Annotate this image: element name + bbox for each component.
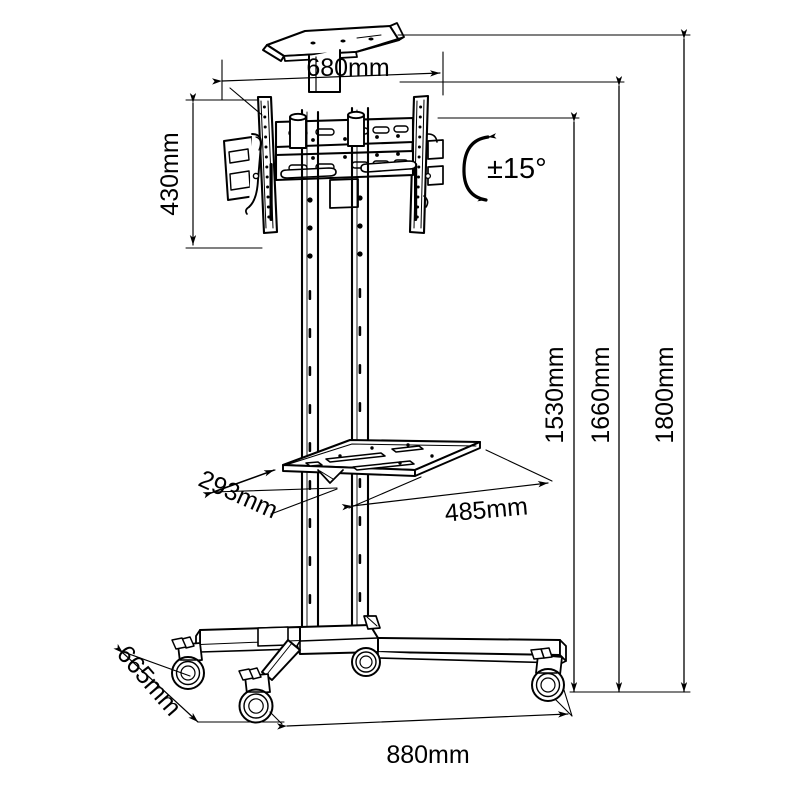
dimension-293mm bbox=[202, 469, 338, 515]
label-1660mm: 1660mm bbox=[587, 346, 615, 443]
vertical-columns bbox=[289, 106, 370, 630]
tv-mount-bracket bbox=[223, 94, 444, 235]
label-293mm: 293mm bbox=[194, 465, 282, 524]
dimension-665mm bbox=[113, 643, 285, 723]
caster bbox=[530, 647, 565, 702]
tilt-indicator bbox=[462, 133, 497, 202]
av-equipment-shelf bbox=[281, 438, 482, 484]
label-tilt-15deg: ±15° bbox=[487, 153, 547, 185]
label-680mm: 680mm bbox=[306, 54, 389, 82]
wheeled-base bbox=[171, 615, 567, 724]
label-880mm: 880mm bbox=[386, 741, 469, 769]
dimension-1530mm bbox=[437, 112, 580, 693]
caster bbox=[351, 647, 381, 677]
label-1800mm: 1800mm bbox=[651, 346, 679, 443]
dimension-485mm bbox=[341, 449, 553, 511]
dimension-430mm bbox=[185, 93, 263, 249]
dimension-1660mm bbox=[399, 76, 625, 693]
label-430mm: 430mm bbox=[156, 132, 184, 215]
caster bbox=[171, 636, 205, 690]
caster bbox=[238, 667, 274, 724]
dimension-880mm bbox=[269, 689, 573, 730]
dimension-680mm bbox=[211, 51, 444, 116]
label-485mm: 485mm bbox=[444, 492, 529, 527]
dimension-1800mm bbox=[397, 29, 691, 693]
label-1530mm: 1530mm bbox=[541, 346, 569, 443]
